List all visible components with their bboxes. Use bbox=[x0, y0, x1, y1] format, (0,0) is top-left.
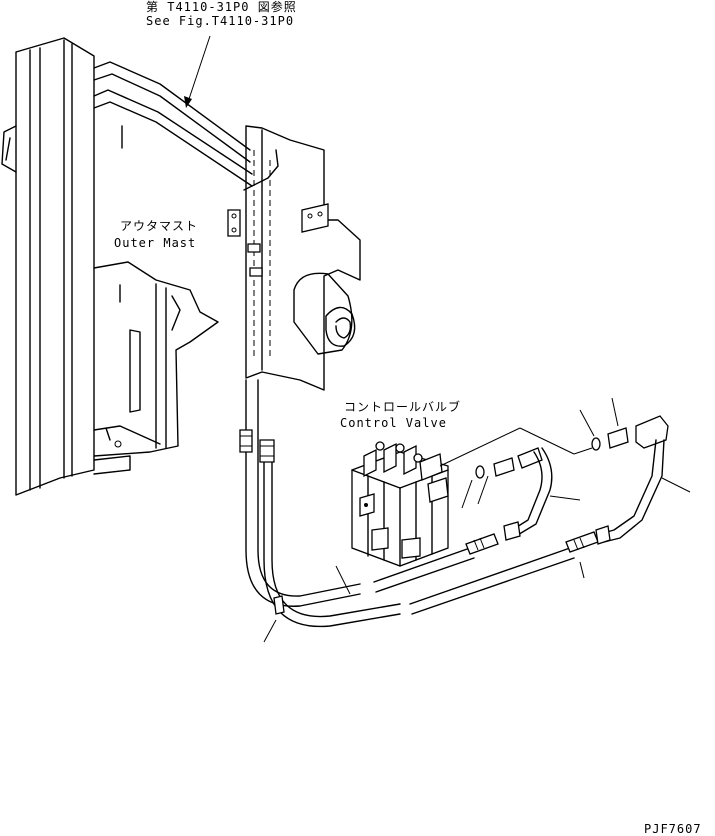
outer-mast-label-jp: アウタマスト bbox=[120, 219, 199, 233]
lift-hoses bbox=[239, 379, 401, 643]
control-valve-label-jp: コントロールバルブ bbox=[344, 400, 462, 414]
right-fittings bbox=[579, 397, 691, 545]
reference-label-jp: 第 T4110-31P0 図参照 bbox=[146, 0, 297, 14]
control-valve bbox=[351, 427, 593, 567]
valve-fittings bbox=[461, 447, 581, 541]
outer-mast-label-en: Outer Mast bbox=[114, 236, 197, 250]
reference-label-en: See Fig.T4110-31P0 bbox=[146, 14, 295, 28]
inner-mast bbox=[227, 125, 361, 391]
outer-mast bbox=[1, 37, 219, 496]
drawing-code: PJF7607 bbox=[644, 822, 702, 836]
connecting-tubes bbox=[335, 531, 599, 615]
reference-leader bbox=[184, 35, 211, 108]
control-valve-label-en: Control Valve bbox=[340, 416, 447, 430]
upper-hoses bbox=[93, 61, 253, 187]
